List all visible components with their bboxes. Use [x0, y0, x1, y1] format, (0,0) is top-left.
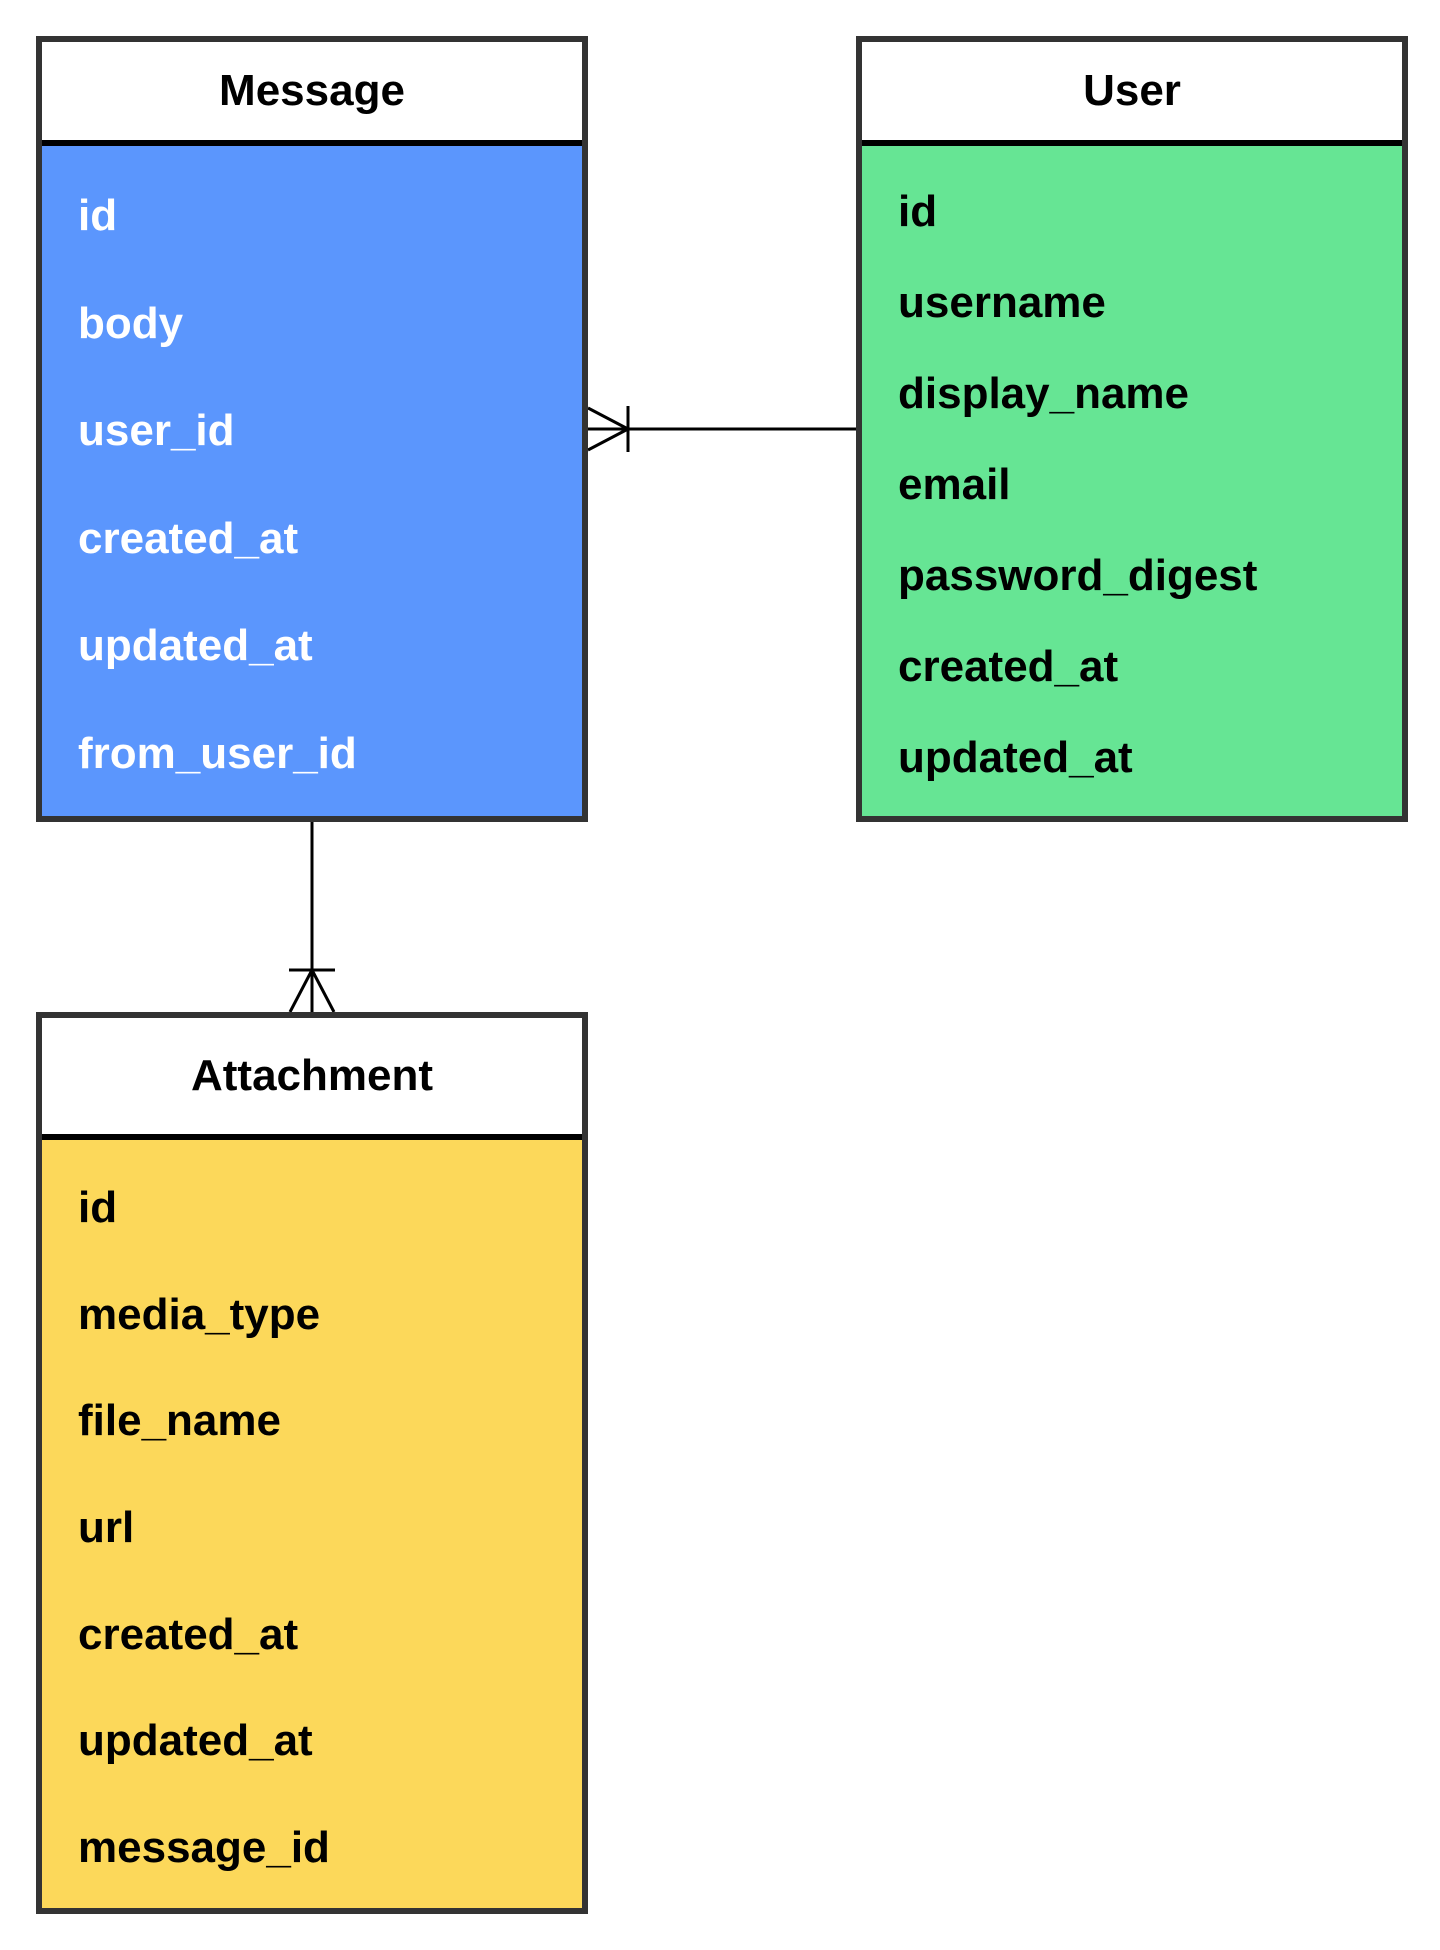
entity-title: User	[862, 42, 1402, 146]
entity-fields: id media_type file_name url created_at u…	[42, 1140, 582, 1908]
field-file-name: file_name	[78, 1396, 281, 1446]
field-id: id	[78, 1183, 118, 1232]
field-id: id	[78, 191, 118, 240]
crow-foot-prong	[310, 969, 336, 1013]
crow-foot-prong	[587, 427, 629, 452]
field-created-at: created_at	[78, 513, 299, 563]
field-created-at: created_at	[78, 1609, 299, 1659]
field-user-id: user_id	[78, 406, 235, 456]
field-body: body	[78, 298, 184, 348]
entity-user[interactable]: User id username display_name email pass…	[856, 36, 1408, 822]
entity-fields: id username display_name email password_…	[862, 146, 1402, 816]
crow-foot-prong	[288, 969, 314, 1013]
field-url: url	[78, 1502, 135, 1552]
entity-message[interactable]: Message id body user_id created_at updat…	[36, 36, 588, 822]
field-updated-at: updated_at	[78, 621, 313, 671]
crow-foot-prong	[587, 406, 629, 431]
field-media-type: media_type	[78, 1289, 321, 1339]
field-password-digest: password_digest	[898, 551, 1258, 600]
field-created-at: created_at	[898, 642, 1119, 691]
field-updated-at: updated_at	[78, 1716, 313, 1766]
field-updated-at: updated_at	[898, 733, 1133, 782]
relationship-user-message	[587, 406, 856, 452]
relationship-message-attachment	[288, 822, 336, 1013]
entity-fields: id body user_id created_at updated_at fr…	[42, 146, 582, 816]
field-from-user-id: from_user_id	[78, 728, 357, 778]
field-display-name: display_name	[898, 369, 1190, 418]
field-message-id: message_id	[78, 1822, 330, 1872]
entity-title: Attachment	[42, 1018, 582, 1140]
field-id: id	[898, 187, 938, 236]
entity-title: Message	[42, 42, 582, 146]
field-username: username	[898, 278, 1106, 327]
field-email: email	[898, 460, 1011, 509]
entity-attachment[interactable]: Attachment id media_type file_name url c…	[36, 1012, 588, 1914]
